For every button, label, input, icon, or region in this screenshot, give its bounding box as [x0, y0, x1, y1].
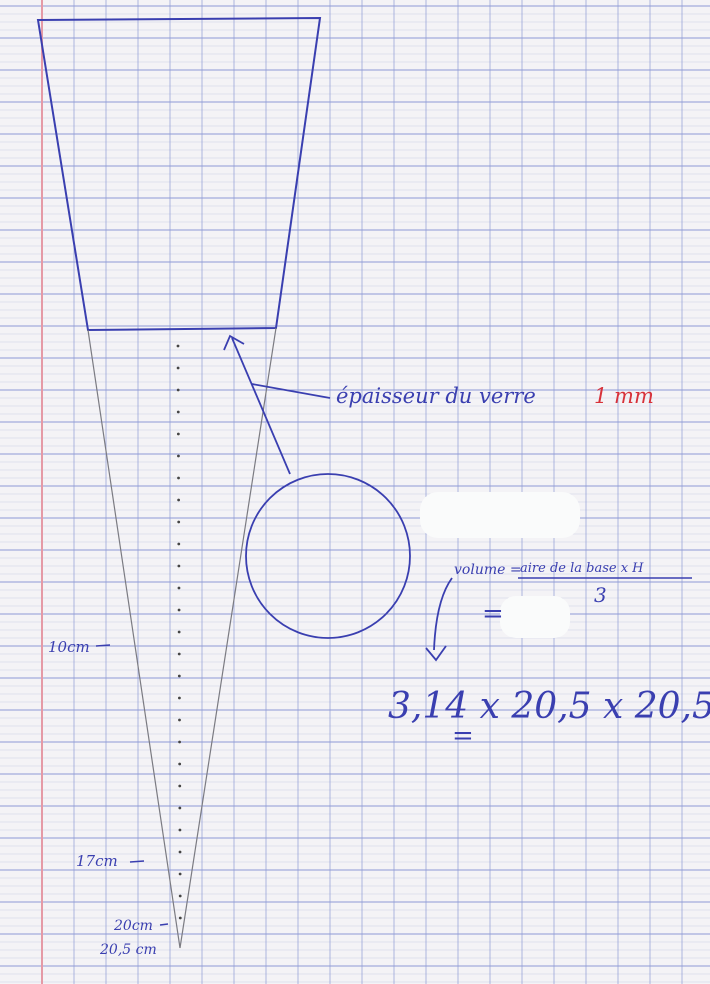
axis-dot — [177, 586, 181, 590]
axis-dot — [177, 608, 181, 612]
cone-left-edge — [87, 329, 181, 949]
arrow-icon — [231, 337, 291, 475]
measure-20cm: 20cm — [113, 918, 153, 934]
axis-dot — [177, 564, 181, 568]
axis-dot — [177, 674, 181, 678]
measure-20-5cm: 20,5 cm — [99, 942, 157, 958]
measure-tick — [129, 860, 145, 863]
axis-dot — [177, 498, 181, 502]
axis-dot — [178, 762, 182, 766]
measure-tick — [95, 644, 111, 647]
epaisseur-label: épaisseur du verre — [336, 384, 536, 408]
measure-10cm: 10cm — [48, 638, 90, 656]
arrow-icon — [223, 334, 245, 351]
axis-dot — [177, 476, 180, 480]
base-circle — [245, 473, 411, 639]
axis-dot — [178, 850, 182, 854]
cone-axis-dots — [176, 344, 182, 920]
axis-dot — [178, 806, 182, 810]
axis-dot — [178, 740, 181, 744]
check-icon — [425, 577, 453, 662]
epaisseur-value: 1 mm — [594, 384, 654, 408]
axis-dot — [177, 542, 181, 546]
axis-dot — [178, 718, 181, 722]
cone-right-edge — [179, 327, 277, 949]
formula-equals: = — [482, 599, 504, 629]
axis-dot — [178, 696, 181, 700]
axis-dot — [177, 520, 181, 524]
axis-dot — [178, 784, 182, 788]
computation: 3,14 x 20,5 x 20,5 — [388, 686, 710, 727]
axis-dot — [176, 410, 180, 414]
axis-dot — [177, 652, 181, 656]
formula-denominator: 3 — [594, 583, 607, 607]
measure-tick — [159, 923, 169, 926]
axis-dot — [176, 366, 180, 370]
axis-dot — [178, 828, 182, 832]
correction-patch — [420, 492, 580, 538]
axis-dot — [177, 454, 180, 458]
axis-dot — [176, 344, 180, 348]
axis-dot — [177, 630, 181, 634]
computation-equals: = — [452, 721, 474, 751]
axis-dot — [176, 388, 180, 392]
arrow-icon — [251, 383, 331, 399]
formula-numerator: aire de la base x H — [520, 561, 644, 576]
measure-17cm: 17cm — [76, 852, 118, 870]
formula-lhs: volume = — [454, 562, 522, 578]
axis-dot — [176, 432, 180, 436]
axis-dot — [178, 916, 182, 920]
axis-dot — [178, 872, 182, 876]
correction-patch — [500, 596, 570, 638]
axis-dot — [178, 894, 182, 898]
